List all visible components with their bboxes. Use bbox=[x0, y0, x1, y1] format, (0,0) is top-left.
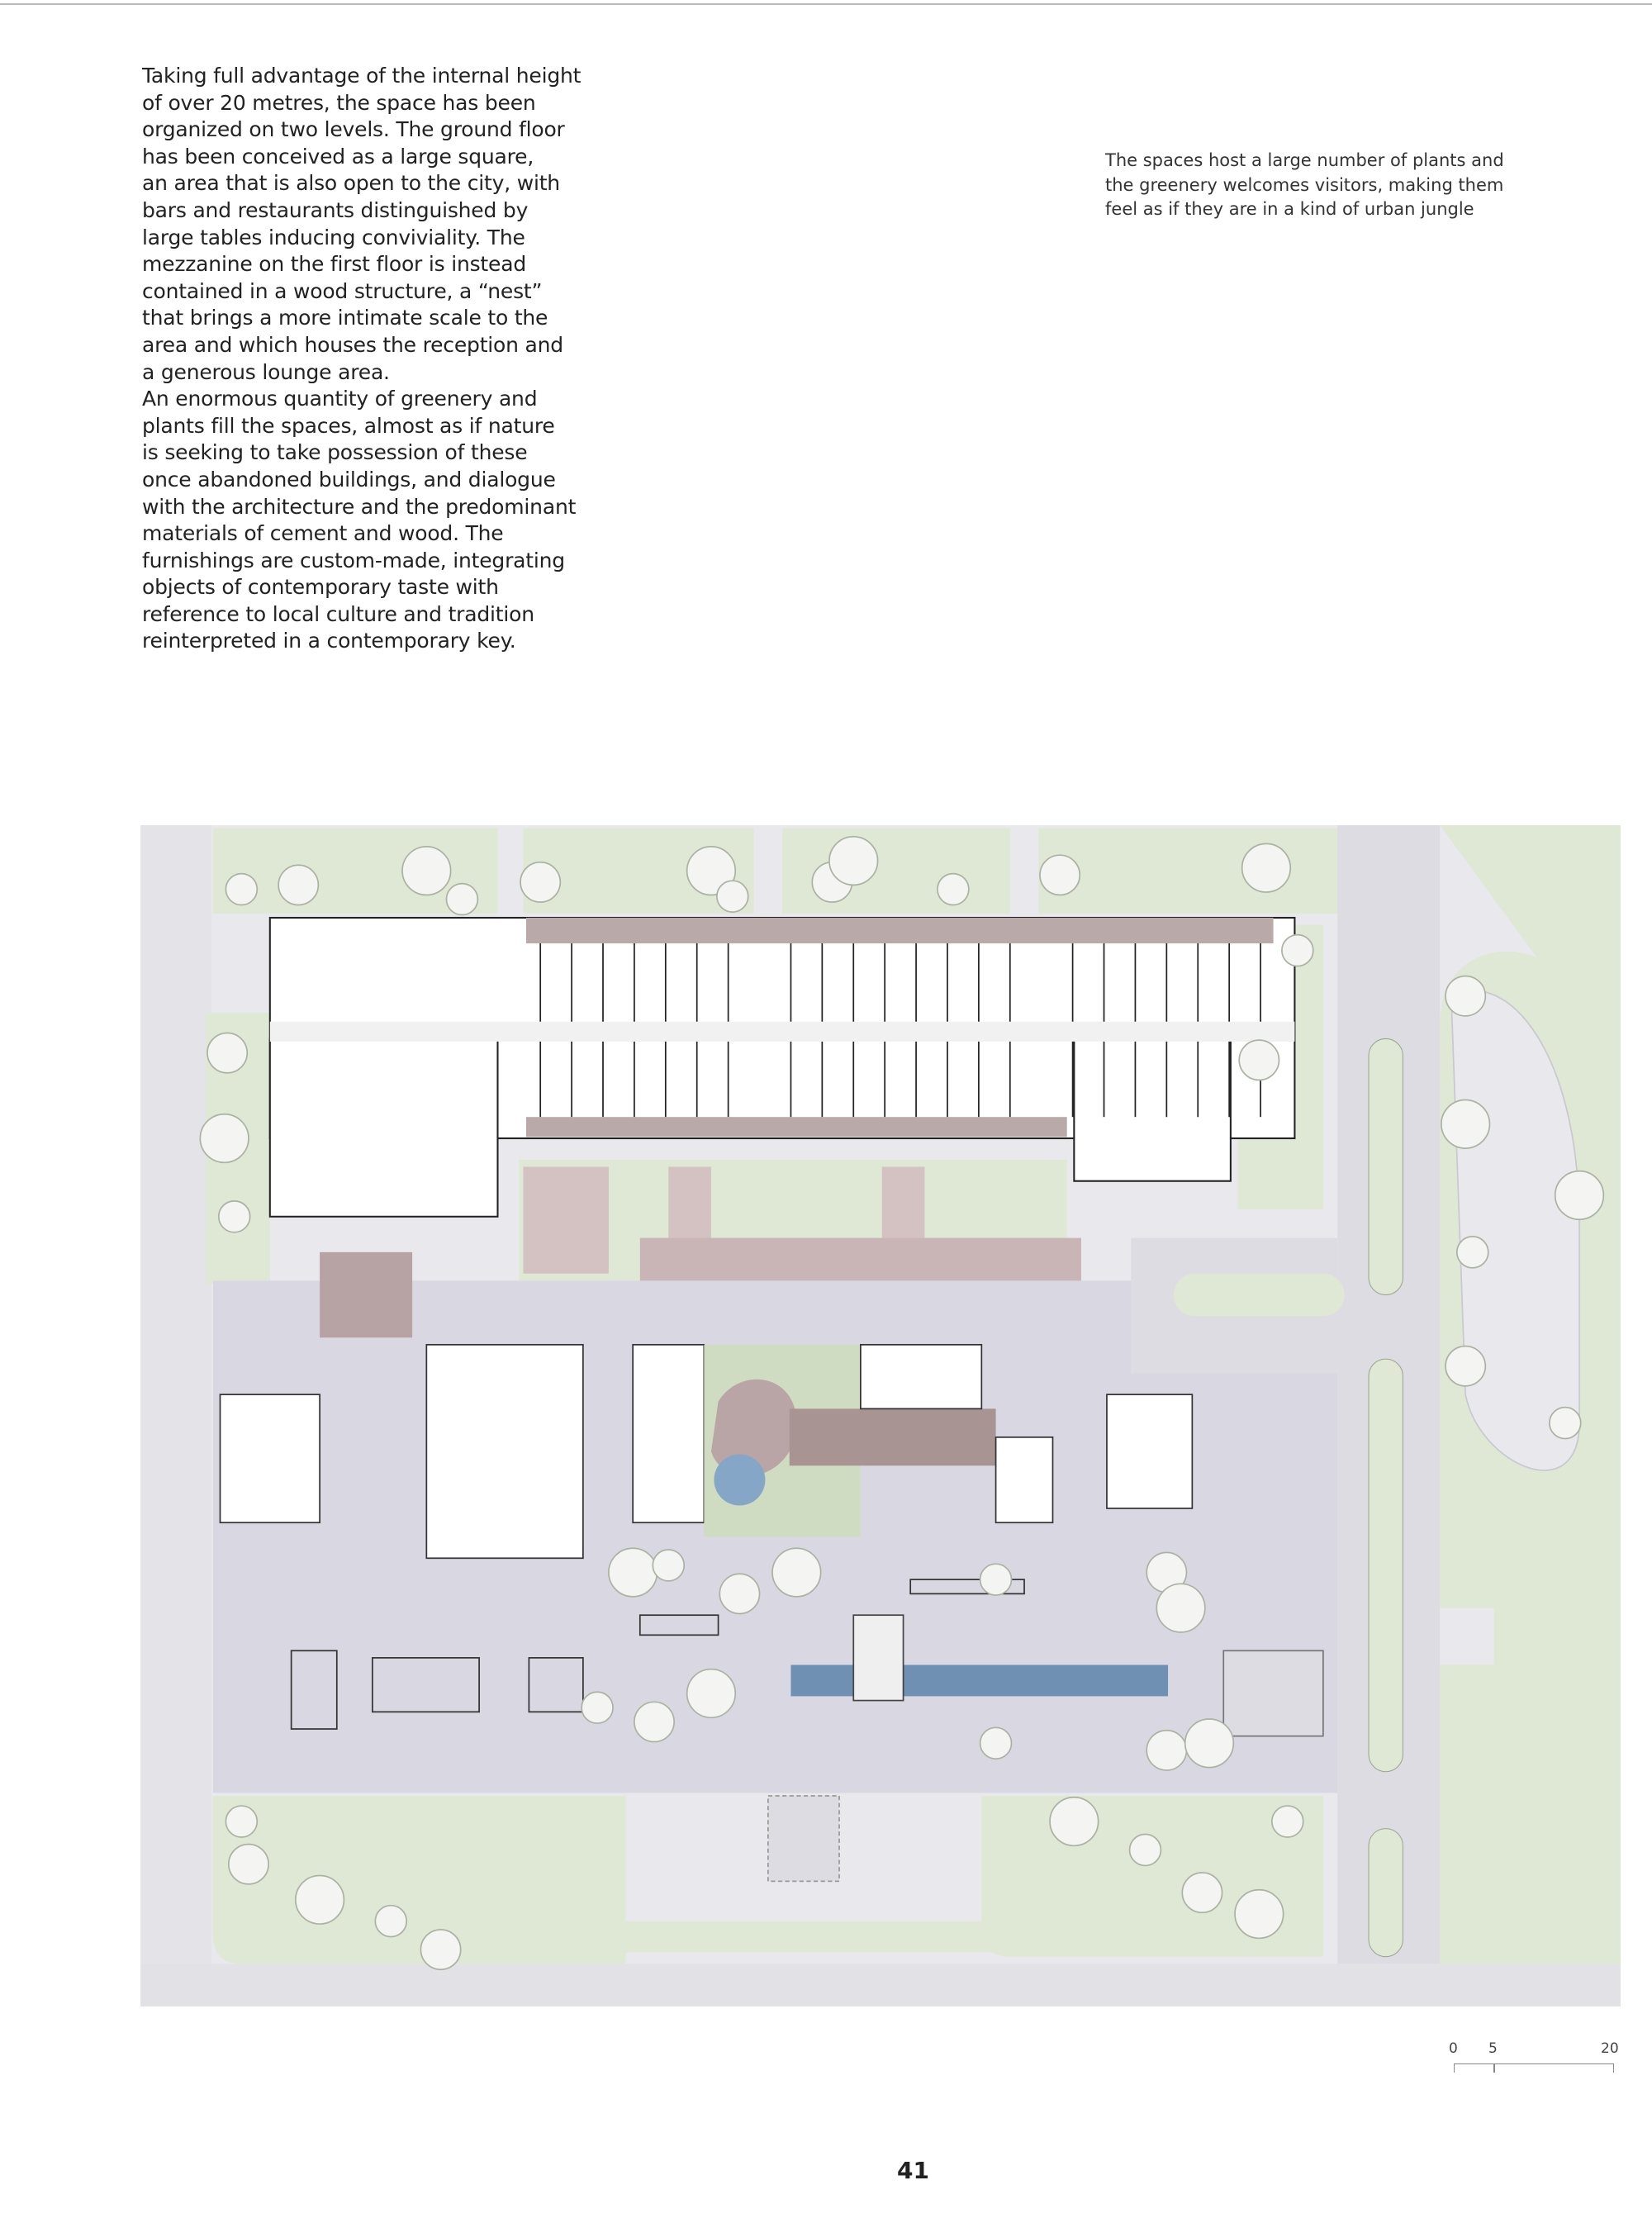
scale-bar-tick bbox=[1493, 2063, 1495, 2073]
tree-icon bbox=[1241, 843, 1292, 893]
tree-icon bbox=[420, 1929, 462, 1971]
tree-icon bbox=[634, 1701, 676, 1743]
tree-icon bbox=[1234, 1888, 1284, 1940]
tree-icon bbox=[979, 1563, 1013, 1596]
reception-bar bbox=[789, 1408, 996, 1466]
scale-label-20: 20 bbox=[1601, 2040, 1619, 2057]
tree-icon bbox=[719, 1573, 761, 1615]
tree-icon bbox=[1181, 1872, 1223, 1914]
tree-icon bbox=[1270, 1805, 1304, 1838]
tree-icon bbox=[1238, 1039, 1280, 1081]
office-block bbox=[860, 1343, 983, 1410]
top-rule bbox=[0, 3, 1652, 5]
tree-icon bbox=[1554, 1170, 1605, 1221]
scale-label-5: 5 bbox=[1488, 2040, 1498, 2057]
tree-icon bbox=[1445, 1345, 1487, 1387]
tree-icon bbox=[1128, 1833, 1162, 1867]
east-wing bbox=[1073, 1038, 1232, 1182]
main-entrance bbox=[767, 1795, 840, 1883]
tree-icon bbox=[715, 880, 749, 913]
stair-core bbox=[632, 1343, 705, 1524]
site-plan-drawing bbox=[140, 825, 1621, 2006]
south-road bbox=[140, 1964, 1621, 2006]
image-caption: The spaces host a large number of plants… bbox=[1105, 150, 1504, 219]
tree-icon bbox=[1548, 1406, 1582, 1440]
east-stair bbox=[1106, 1394, 1194, 1509]
tree-icon bbox=[1146, 1729, 1188, 1771]
tree-icon bbox=[1156, 1583, 1206, 1633]
tree-icon bbox=[227, 1843, 269, 1885]
tree-icon bbox=[1455, 1236, 1489, 1269]
scale-bar-line bbox=[1454, 2063, 1614, 2073]
tree-icon bbox=[1445, 975, 1487, 1017]
tree-icon bbox=[278, 864, 320, 906]
tree-icon bbox=[608, 1547, 658, 1598]
lounge-rug bbox=[710, 1379, 797, 1477]
north-terrace bbox=[525, 917, 1274, 943]
tree-icon bbox=[979, 1726, 1013, 1760]
west-wing bbox=[268, 1038, 499, 1218]
tree-icon bbox=[225, 872, 259, 906]
dining-tables bbox=[290, 1579, 1025, 1730]
tree-icon bbox=[581, 1691, 614, 1725]
east-entrance bbox=[1222, 1650, 1324, 1737]
restaurant-deck bbox=[320, 1251, 413, 1338]
tree-icon bbox=[1039, 854, 1081, 896]
drop-off-island bbox=[1173, 1273, 1345, 1317]
scale-label-0: 0 bbox=[1449, 2040, 1458, 2057]
corridor bbox=[269, 1021, 1295, 1042]
pavilion bbox=[852, 1614, 904, 1702]
tree-icon bbox=[686, 845, 737, 896]
tree-icon bbox=[217, 1199, 251, 1233]
tree-icon bbox=[771, 1547, 822, 1598]
fountain bbox=[714, 1454, 766, 1506]
tree-icon bbox=[199, 1113, 249, 1164]
tree-icon bbox=[1049, 1796, 1099, 1847]
tree-icon bbox=[445, 882, 479, 916]
room-partitions bbox=[539, 943, 1261, 1118]
tree-icon bbox=[225, 1805, 259, 1838]
body-text: Taking full advantage of the internal he… bbox=[142, 64, 582, 653]
tree-icon bbox=[686, 1668, 737, 1719]
tree-icon bbox=[1184, 1718, 1235, 1769]
tree-icon bbox=[1281, 933, 1314, 967]
west-road bbox=[140, 825, 212, 2006]
tree-icon bbox=[401, 845, 452, 896]
trees bbox=[199, 835, 1605, 1971]
hall-building bbox=[425, 1343, 584, 1560]
tree-icon bbox=[652, 1549, 686, 1582]
tree-icon bbox=[294, 1874, 345, 1925]
tree-icon bbox=[828, 835, 879, 886]
tree-icon bbox=[374, 1904, 408, 1938]
south-terrace bbox=[525, 1117, 1067, 1137]
tree-icon bbox=[520, 861, 562, 903]
tree-icon bbox=[1441, 1099, 1491, 1149]
lift-core bbox=[995, 1436, 1054, 1524]
water-feature bbox=[790, 1665, 1169, 1697]
tree-icon bbox=[937, 872, 970, 906]
service-block bbox=[219, 1394, 320, 1524]
scale-bar: 0 5 20 bbox=[1444, 2040, 1626, 2082]
tree-icon bbox=[206, 1032, 249, 1074]
page-number: 41 bbox=[897, 2157, 929, 2184]
median-strips bbox=[1368, 1038, 1403, 1958]
